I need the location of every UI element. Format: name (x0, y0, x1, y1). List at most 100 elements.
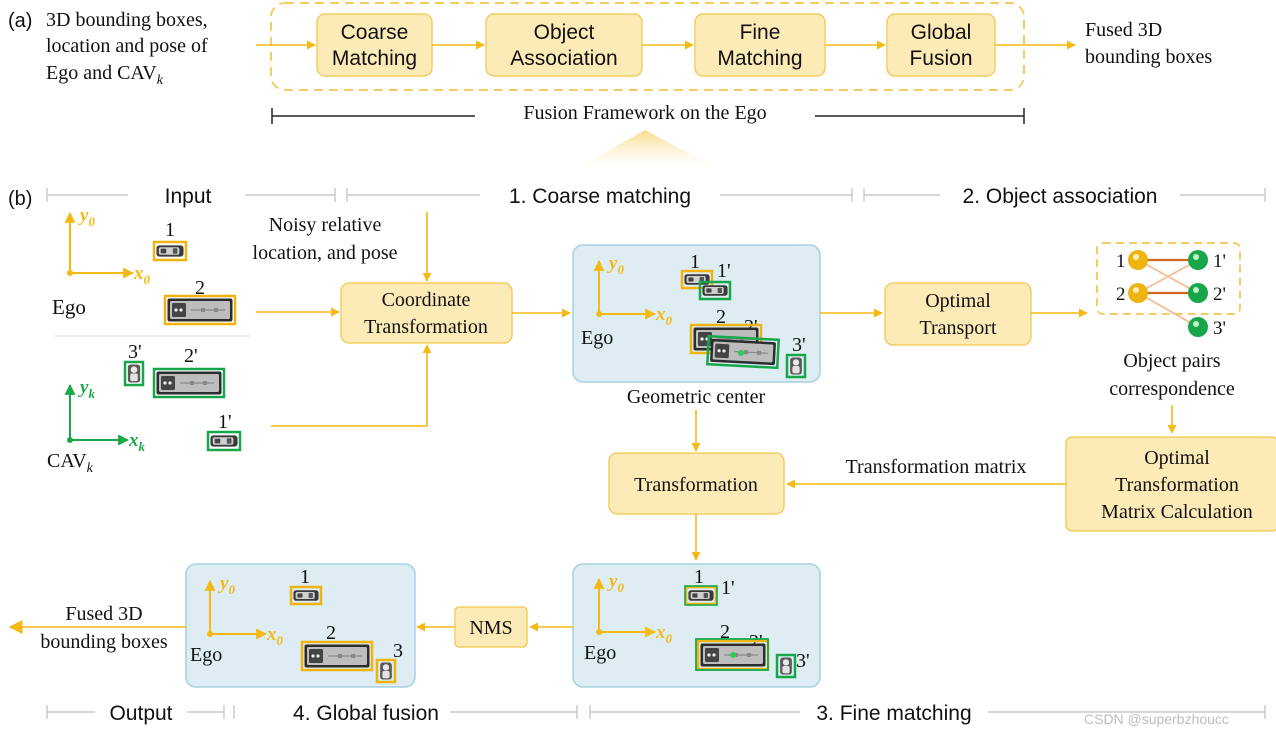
part-a-input-line3: Ego and CAVk (46, 62, 164, 88)
otm-line1: Optimal (1144, 447, 1210, 469)
input-obj1p-car (210, 435, 238, 447)
otm-line2: Transformation (1115, 474, 1239, 496)
noisy-line1: Noisy relative (269, 214, 382, 236)
coarse-obj3p-frame (785, 353, 807, 379)
fine-obj1-car (688, 590, 714, 601)
part-a-input-line1: 3D bounding boxes, (46, 9, 208, 31)
fine-axes-x-label: x0 (655, 622, 673, 646)
fine-obj1-label: 1 (694, 566, 704, 588)
fused-output-line2: bounding boxes (40, 631, 167, 653)
fine-obj2-label: 2 (720, 621, 730, 643)
global-obj1-label: 1 (300, 566, 310, 588)
global-obj2-label: 2 (326, 622, 336, 644)
section-fine: 3. Fine matching (816, 702, 971, 725)
graph-node-shine (1133, 287, 1139, 293)
ot-line1: Optimal (925, 290, 991, 312)
global-obj3 (375, 658, 397, 684)
coarse-obj3p-ped (790, 357, 802, 375)
part-a-label: (a) (8, 10, 32, 32)
input-obj1-label: 1 (165, 219, 175, 241)
fine-center-dot (730, 652, 736, 658)
fine-obj1p-frame (684, 585, 718, 606)
coarse-obj1p-car (702, 285, 728, 296)
section-assoc: 2. Object association (963, 185, 1158, 208)
global-obj2-truck (304, 644, 370, 668)
input-obj3p-frame (123, 360, 145, 387)
coord-box-line1: Coordinate (382, 289, 471, 311)
step-3-line1: Fine (740, 21, 781, 44)
transformation-matrix-label: Transformation matrix (846, 456, 1027, 478)
part-a-input-line2: location and pose of (46, 35, 208, 57)
graph-node-right (1188, 250, 1208, 270)
section-global: 4. Global fusion (293, 702, 439, 725)
input-obj1p (206, 430, 242, 452)
graph-left-label: 2 (1116, 284, 1126, 305)
section-coarse: 1. Coarse matching (509, 185, 691, 208)
part-a-output-line2: bounding boxes (1085, 46, 1212, 68)
graph-node-right (1188, 283, 1208, 303)
input-obj3p-ped (127, 364, 141, 383)
global-obj1 (289, 585, 323, 606)
fine-obj3p-label: 3' (796, 650, 810, 672)
fine-ego-label: Ego (584, 642, 616, 664)
input-obj1p-frame (206, 430, 242, 452)
global-obj3-ped (380, 662, 392, 680)
geometric-center-label: Geometric center (627, 386, 766, 408)
input-obj2p (152, 367, 226, 399)
arrow-cav-to-coord (271, 344, 432, 427)
framework-dashed-box (270, 2, 1025, 91)
step-2-line1: Object (534, 21, 595, 44)
noisy-line2: location, and pose (253, 242, 398, 264)
graph-right-label: 1' (1213, 251, 1226, 272)
input-obj1 (152, 240, 188, 262)
coarse-axes-x-label: x0 (655, 304, 673, 328)
global-obj1-car (293, 590, 319, 601)
watermark: CSDN @superbzhoucc (1084, 711, 1229, 727)
coarse-axes-y-label: y0 (607, 253, 624, 277)
graph-right-label: 3' (1213, 318, 1226, 339)
coord-box-line2: Transformation (364, 316, 488, 338)
graph-dashed-box (1096, 242, 1241, 315)
step-2-line2: Association (510, 47, 617, 70)
optimal-transport-box (884, 282, 1032, 346)
coarse-obj2p-frame (706, 334, 780, 370)
fine-obj3p-frame (775, 653, 797, 679)
object-pairs-line2: correspondence (1109, 378, 1235, 400)
input-obj2p-label: 2' (184, 345, 198, 367)
section-input: Input (165, 185, 212, 208)
graph-edge (1137, 292, 1199, 328)
spotlight-beam (565, 130, 730, 175)
input-obj3p-label: 3' (128, 341, 142, 363)
ego-input-label: Ego (52, 295, 86, 319)
fine-obj1 (684, 585, 718, 606)
cav-input-origin (67, 437, 73, 443)
graph-node-shine (1133, 254, 1139, 260)
global-axes-x-label: x0 (266, 624, 284, 648)
nms-label: NMS (469, 617, 512, 639)
input-obj3p (123, 360, 145, 387)
coarse-obj2p (706, 334, 780, 370)
global-axes-origin (207, 631, 213, 637)
coarse-obj1 (680, 269, 714, 290)
ego-input-x-label: x0 (133, 263, 151, 287)
section-output: Output (109, 702, 172, 725)
graph-node-right (1188, 317, 1208, 337)
fine-obj1p-label: 1' (721, 577, 735, 599)
coarse-axes-origin (596, 311, 602, 317)
graph-edge (1137, 259, 1199, 294)
coarse-obj2-label: 2 (716, 306, 726, 328)
graph-left-label: 1 (1116, 251, 1126, 272)
coarse-center-dot (738, 350, 744, 356)
graph-node-shine (1193, 287, 1199, 293)
global-ego-label: Ego (190, 644, 222, 666)
part-b-label: (b) (8, 188, 32, 210)
step-1-line1: Coarse (341, 21, 409, 44)
cav-input-x-label: xk (128, 430, 146, 454)
global-obj2 (300, 640, 374, 672)
framework-label: Fusion Framework on the Ego (523, 102, 766, 124)
fine-obj3p-ped (780, 657, 792, 675)
graph-node-left (1128, 283, 1148, 303)
fine-axes-origin (596, 629, 602, 635)
object-pairs-line1: Object pairs (1123, 350, 1220, 372)
